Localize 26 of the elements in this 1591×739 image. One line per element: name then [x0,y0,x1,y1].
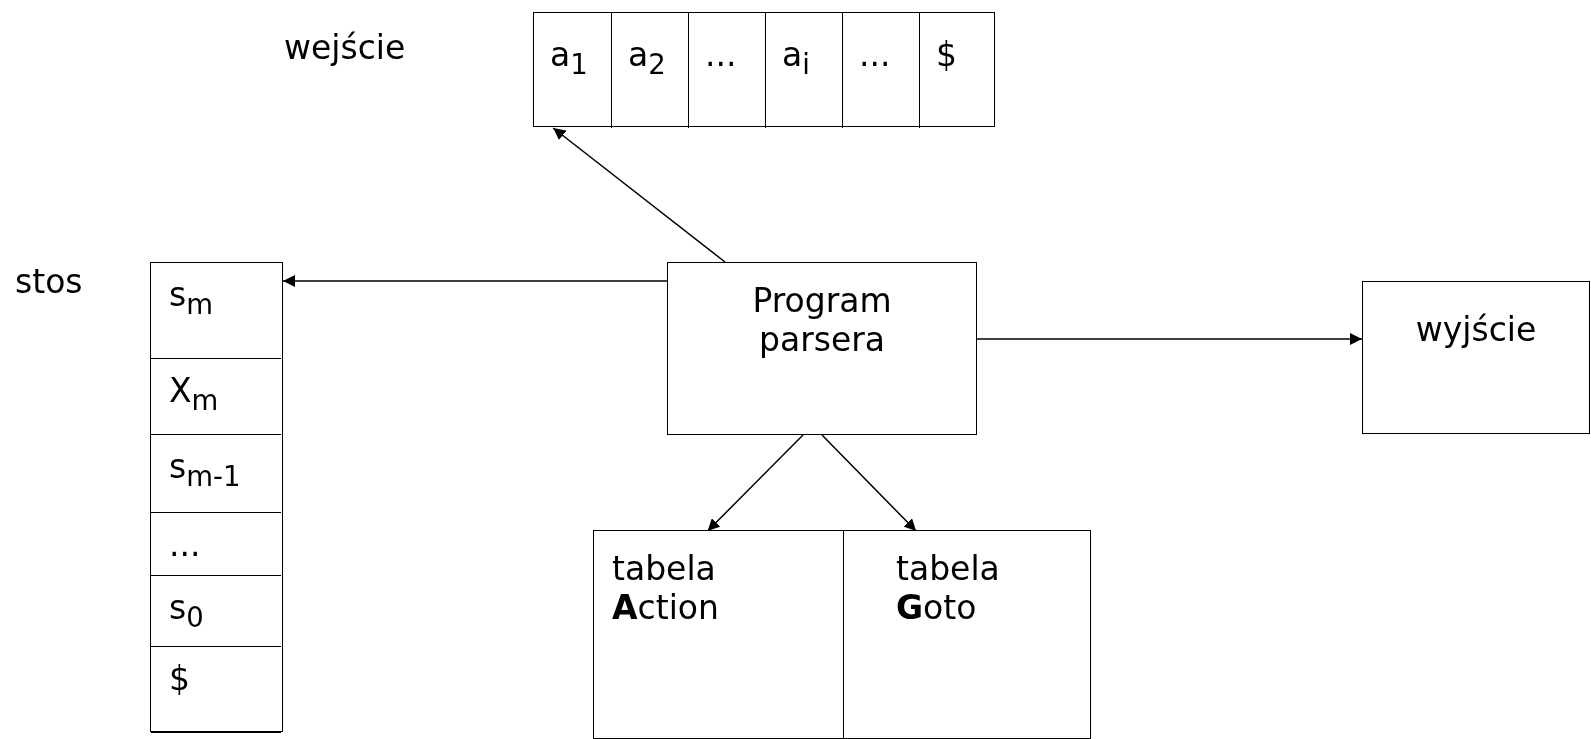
stack-cell: s$_{m-1}$ [151,435,281,513]
stack-cell: s$_{m}$ [151,263,281,359]
input-symbol-cell: a$_{1}$ [534,13,608,128]
caption-label: stos [15,262,83,301]
input-symbol-cell: $ [919,13,993,128]
input-tape [533,12,995,127]
stack [150,262,283,732]
process-box: Program parsera [667,262,977,435]
arrow [706,434,804,532]
arrow [552,127,726,263]
input-symbol-cell: ... [688,13,762,128]
caption-label: wejście [284,28,406,67]
stack-cell: s$_{0}$ [151,576,281,647]
output-box: wyjście [1362,281,1590,434]
input-symbol-cell: a$_{2}$ [611,13,685,128]
arrow [976,333,1363,345]
input-symbol-cell: ... [842,13,916,128]
stack-cell: ... [151,513,281,576]
arrow [821,434,917,532]
input-symbol-cell: a$_{i}$ [765,13,839,128]
arrow [282,275,668,287]
table-column: tabela Goto [843,531,1089,739]
stack-cell: $ [151,647,281,733]
stack-cell: X$_{m}$ [151,359,281,435]
parse-table [593,530,1091,739]
table-column: tabela Action [594,531,840,739]
